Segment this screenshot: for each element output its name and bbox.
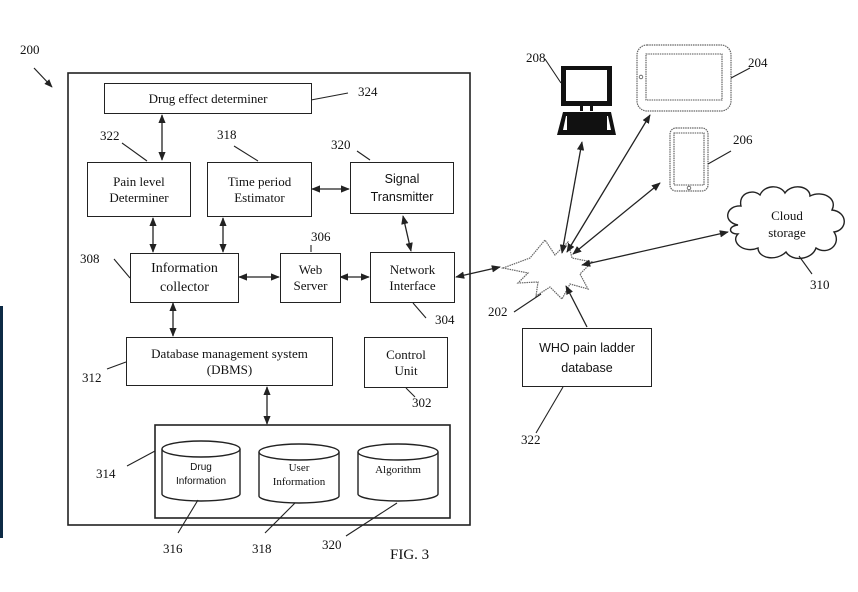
drug-effect-determiner-block: Drug effect determiner (104, 83, 312, 114)
user-information-label: User Information (259, 461, 339, 489)
ref-322b: 322 (521, 432, 541, 447)
leader-206 (707, 150, 732, 165)
user-info-line1: User (288, 462, 310, 474)
time-period-estimator-block: Time period Estimator (207, 162, 312, 217)
dbms-block: Database management system (DBMS) (126, 337, 333, 386)
system-container (67, 72, 471, 526)
cloud-line1: Cloud (771, 208, 803, 223)
leader-318b (264, 502, 296, 534)
who-line1: WHO pain ladder (539, 340, 635, 355)
arrow-burst-phone (572, 182, 661, 255)
control-unit-line2: Unit (394, 362, 418, 378)
drug-info-line1: Drug (190, 462, 212, 473)
control-unit-block: Control Unit (364, 337, 448, 388)
ref-314: 314 (96, 466, 116, 481)
side-strip (0, 306, 3, 538)
leader-304 (412, 302, 427, 319)
drug-info-line2: Information (175, 476, 227, 487)
algorithm-line1: Algorithm (375, 464, 421, 476)
arrow-who-burst (565, 285, 588, 328)
ref-208: 208 (526, 50, 546, 65)
information-collector-block: Information collector (130, 253, 239, 303)
leader-322 (121, 142, 148, 162)
who-line2: database (561, 360, 613, 375)
ref-320b: 320 (322, 537, 342, 552)
leader-324 (310, 92, 349, 101)
leader-316 (177, 499, 199, 534)
ref-318b: 318 (252, 541, 272, 556)
arrow-signal-network (401, 215, 413, 252)
ref-302: 302 (412, 395, 432, 410)
leader-310 (798, 255, 813, 275)
network-burst-icon (500, 238, 594, 300)
control-unit-line1: Control (386, 346, 426, 362)
pain-level-line2: Determiner (109, 189, 169, 205)
network-if-line1: Network (389, 261, 436, 277)
figure-label: FIG. 3 (390, 547, 430, 563)
time-period-line1: Time period (227, 173, 292, 189)
ref-322: 322 (100, 128, 120, 143)
tablet-icon (636, 44, 732, 112)
network-if-line2: Interface (389, 277, 436, 293)
leader-322b (535, 386, 564, 434)
ref-318: 318 (217, 127, 237, 142)
leader-302 (405, 387, 416, 398)
ref-316: 316 (163, 541, 183, 556)
cylinder-drug-information (161, 440, 241, 502)
drug-information-label: Drug Information (162, 461, 240, 489)
info-collector-line2: collector (160, 280, 209, 295)
storage-container (154, 424, 451, 519)
dbms-line2: (DBMS) (206, 361, 253, 377)
ref-306: 306 (311, 229, 331, 244)
ref-204: 204 (748, 55, 768, 70)
leader-204 (730, 67, 751, 79)
ref-324: 324 (358, 84, 378, 99)
who-pain-ladder-database-block: WHO pain ladder database (522, 328, 652, 387)
leader-320 (356, 150, 371, 161)
drug-effect-determiner-label: Drug effect determiner (148, 90, 268, 106)
leader-202 (513, 293, 542, 313)
ref-304: 304 (435, 312, 455, 327)
ref-202: 202 (488, 304, 508, 319)
time-period-line2: Estimator (234, 189, 285, 205)
ref-320: 320 (331, 137, 351, 152)
arrow-network-burst (455, 265, 501, 279)
cylinder-user-information (258, 443, 340, 504)
desktop-computer-icon (557, 66, 616, 135)
arrow-burst-desktop (559, 141, 585, 254)
network-interface-block: Network Interface (370, 252, 455, 303)
info-collector-line1: Information (151, 261, 218, 276)
leader-312 (106, 361, 127, 370)
cloud-storage-label: Cloud storage (752, 207, 822, 241)
signal-tx-line1: Signal (384, 172, 420, 186)
web-server-line2: Server (293, 278, 328, 293)
cloud-storage-icon (727, 186, 845, 259)
algorithm-label: Algorithm (358, 463, 438, 477)
leader-314 (126, 450, 156, 467)
leader-308 (113, 258, 131, 279)
signal-transmitter-block: Signal Transmitter (350, 162, 454, 214)
signal-tx-line2: Transmitter (370, 190, 434, 204)
smartphone-icon (669, 127, 709, 192)
arrow-burst-cloud (581, 230, 729, 267)
ref-312: 312 (82, 370, 102, 385)
cloud-line2: storage (768, 225, 806, 240)
ref-200: 200 (20, 42, 40, 57)
ref-310: 310 (810, 277, 830, 292)
pain-level-determiner-block: Pain level Determiner (87, 162, 191, 217)
user-info-line2: Information (272, 476, 326, 488)
ref-206: 206 (733, 132, 753, 147)
leader-318 (233, 145, 259, 162)
leader-208 (544, 58, 562, 84)
leader-320b (345, 502, 398, 537)
dbms-line1: Database management system (151, 345, 308, 361)
web-server-line1: Web (298, 262, 323, 277)
web-server-block: Web Server (280, 253, 341, 303)
arrow-burst-tablet (566, 114, 651, 253)
pain-level-line1: Pain level (113, 173, 165, 189)
ref-308: 308 (80, 251, 100, 266)
system-ref-arrow (33, 67, 53, 88)
cylinder-algorithm (357, 443, 439, 502)
